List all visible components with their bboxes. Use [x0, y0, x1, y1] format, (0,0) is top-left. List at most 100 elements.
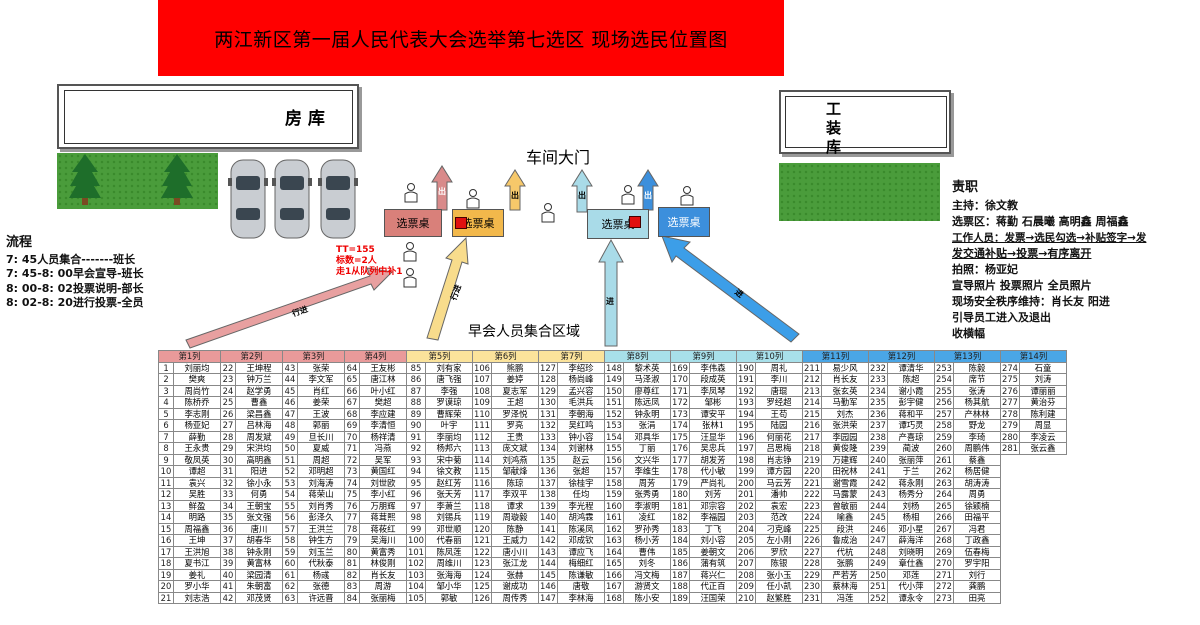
seat-number: 216: [802, 419, 822, 432]
flow-title: 流程: [6, 235, 33, 250]
voter-name: 代杭: [821, 545, 869, 558]
voter-name: 王洪旭: [173, 545, 221, 558]
voter-name: 樊超: [359, 396, 407, 409]
voter-name: 冯燕: [359, 442, 407, 455]
voter-name: 陈小安: [623, 591, 671, 604]
voter-name: 罗亮: [491, 419, 539, 432]
seat-number: 103: [406, 568, 426, 581]
voter-name: 徐小永: [235, 476, 283, 489]
seat-number: 229: [802, 568, 822, 581]
seat-number: 54: [282, 488, 298, 501]
voter-name: 万朋辉: [359, 499, 407, 512]
seat-number: 8: [158, 442, 174, 455]
voter-name: 谢小霞: [887, 384, 935, 397]
seat-number: 177: [670, 453, 690, 466]
voter-name: 杨彧: [297, 568, 345, 581]
voter-name: 钟永明: [623, 407, 671, 420]
seat-number: 17: [158, 545, 174, 558]
voter-name: 敬凤英: [173, 453, 221, 466]
seat-number: [1001, 523, 1020, 535]
voter-name: 丁飞: [689, 522, 737, 535]
seat-number: 70: [344, 430, 360, 443]
voter-name: 席节: [953, 373, 1001, 386]
seat-number: 93: [406, 453, 426, 466]
voter-name: 宋中菊: [425, 453, 473, 466]
takt-note: TT=155 标数=2人 走1从队列中补1: [336, 245, 403, 278]
seat-number: 166: [604, 568, 624, 581]
seat-number: 217: [802, 430, 822, 443]
seat-number: 161: [604, 511, 624, 524]
seat-number: 111: [472, 419, 492, 432]
seat-number: 195: [736, 419, 756, 432]
voter-name: 游贤文: [623, 580, 671, 593]
seat-number: 144: [538, 557, 558, 570]
process-flow: 流程 7: 45人员集合-------班长 7: 45-8: 00早会宣导-班长…: [6, 235, 144, 311]
voter-name: 李清恒: [359, 419, 407, 432]
seat-number: 278: [1000, 407, 1020, 420]
seat-number: 199: [736, 465, 756, 478]
seat-number: 35: [220, 511, 236, 524]
voter-name: 熊鹏: [491, 361, 539, 374]
seat-number: 167: [604, 580, 624, 593]
seat-number: 223: [802, 499, 822, 512]
seat-number: 265: [934, 499, 954, 512]
voter-name: 周尚竹: [173, 384, 221, 397]
voter-name: 刘玉兰: [297, 545, 345, 558]
seat-number: 118: [472, 499, 492, 512]
voter-name: 陈桥乔: [173, 396, 221, 409]
seat-number: 151: [604, 396, 624, 409]
person-icon: [404, 183, 418, 203]
warehouse-inner: [64, 90, 353, 144]
seat-number: 157: [604, 465, 624, 478]
voter-name: 赵学勇: [235, 384, 283, 397]
voter-name: 周游: [359, 580, 407, 593]
person-icon: [403, 268, 417, 288]
voter-name: 陈银: [755, 557, 803, 570]
seat-number: 277: [1000, 396, 1020, 409]
seat-number: 185: [670, 545, 690, 558]
assembly-area-label: 早会人员集合区域: [468, 324, 580, 340]
column-header: 第11列: [802, 350, 869, 363]
voter-name: 蒋莜红: [359, 522, 407, 535]
seat-number: 6: [158, 419, 174, 432]
voter-name: [1020, 523, 1067, 535]
seat-number: 222: [802, 488, 822, 501]
seat-number: 263: [934, 476, 954, 489]
voter-name: 罗谟琼: [425, 396, 473, 409]
seat-number: 105: [406, 591, 426, 604]
voter-name: 文兴华: [623, 453, 671, 466]
voter-name: [1020, 569, 1067, 581]
voter-name: 杨邦六: [425, 442, 473, 455]
seat-number: 9: [158, 453, 174, 466]
seat-number: 1: [158, 361, 174, 374]
seat-number: 52: [282, 465, 298, 478]
seat-number: 126: [472, 591, 492, 604]
voter-name: 蒲有筑: [689, 557, 737, 570]
voter-name: 唐小川: [491, 545, 539, 558]
seat-number: 189: [670, 591, 690, 604]
voter-name: 马泽淑: [623, 373, 671, 386]
voter-name: 张丽梅: [359, 591, 407, 604]
seat-number: 234: [868, 384, 888, 397]
voter-name: 何勇: [235, 488, 283, 501]
voter-name: 谢成功: [491, 580, 539, 593]
voter-name: 李琦: [953, 430, 1001, 443]
exit-arrow-cyan: [571, 169, 593, 213]
voter-name: 吕林海: [235, 419, 283, 432]
seat-number: [1001, 500, 1020, 512]
column-header: 第10列: [736, 350, 803, 363]
seat-number: 192: [736, 384, 756, 397]
seat-number: 273: [934, 591, 954, 604]
seat-number: 206: [736, 545, 756, 558]
voter-name: 吴胜: [173, 488, 221, 501]
seat-number: 67: [344, 396, 360, 409]
duty-list: 责职 主持：徐文教 选票区：蒋勤 石晨曦 高明鑫 周福鑫 工作人员：发票→选民勾…: [952, 180, 1198, 342]
voter-name: 蔡林海: [821, 580, 869, 593]
seat-number: 256: [934, 396, 954, 409]
voter-name: 吴红鸣: [557, 419, 605, 432]
voter-name: 姜礼: [173, 568, 221, 581]
seat-number: 84: [344, 591, 360, 604]
seat-number: 89: [406, 407, 426, 420]
voter-name: 蒋和平: [887, 407, 935, 420]
